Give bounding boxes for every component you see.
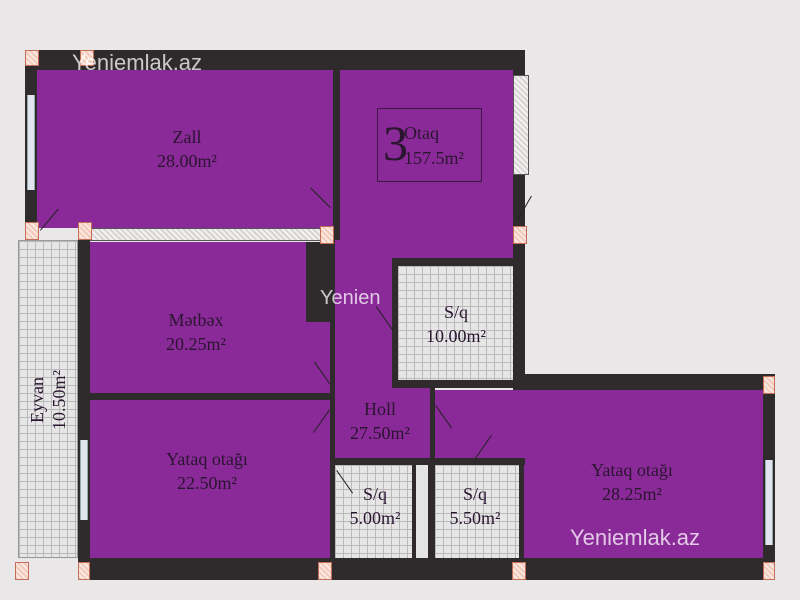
room-area: 20.25m² bbox=[166, 334, 226, 354]
column bbox=[78, 562, 90, 580]
room-zall bbox=[37, 70, 333, 228]
label-sq-5: S/q 5.00m² bbox=[350, 482, 401, 530]
label-sq-10: S/q 10.00m² bbox=[426, 300, 486, 348]
room-name: Zall bbox=[172, 127, 202, 147]
window-zall bbox=[27, 95, 35, 190]
wall-sq10-bottom bbox=[392, 380, 517, 388]
room-entrance bbox=[340, 70, 513, 262]
column bbox=[25, 50, 39, 66]
room-name: S/q bbox=[443, 302, 468, 322]
column bbox=[763, 376, 775, 394]
room-name: Mətbəx bbox=[168, 310, 224, 330]
shaft-metbex bbox=[306, 242, 330, 322]
wall-right-block-top bbox=[513, 374, 775, 392]
room-metbex bbox=[90, 242, 330, 393]
room-area: 28.25m² bbox=[602, 484, 662, 504]
label-holl: Holl 27.50m² bbox=[350, 397, 410, 445]
room-area: 22.50m² bbox=[177, 473, 237, 493]
wall-sq10-left bbox=[392, 258, 398, 388]
wall-sq10-top bbox=[392, 258, 517, 266]
room-name: Holl bbox=[363, 399, 396, 419]
wall-bottom bbox=[78, 558, 775, 580]
wall-zall-right bbox=[333, 70, 340, 240]
shaft-sq bbox=[412, 465, 432, 558]
wall-eyvan-inner bbox=[78, 238, 90, 580]
column bbox=[15, 562, 29, 580]
wall-top bbox=[25, 50, 515, 70]
room-sq-10 bbox=[398, 266, 513, 380]
column bbox=[513, 226, 527, 244]
wall-sq-top bbox=[330, 458, 525, 465]
column bbox=[512, 562, 526, 580]
label-yataq-2: Yataq otağı 28.25m² bbox=[591, 458, 673, 506]
column bbox=[25, 222, 39, 240]
window-yataq-1 bbox=[80, 440, 88, 520]
wall-zall-bottom bbox=[90, 228, 330, 241]
wall-sq55-right bbox=[519, 458, 524, 558]
column bbox=[320, 226, 334, 244]
column bbox=[763, 562, 775, 580]
room-area: 5.50m² bbox=[449, 508, 501, 528]
watermark: Yenien bbox=[320, 287, 381, 309]
room-eyvan bbox=[18, 240, 78, 558]
eyvan-label: Eyvan 10.50m² bbox=[26, 370, 70, 430]
rooms-count: 3 bbox=[383, 115, 408, 171]
window-yataq-2 bbox=[765, 460, 773, 545]
room-yataq-1 bbox=[90, 400, 330, 558]
rooms-label: Otaq bbox=[404, 123, 439, 143]
room-area: 10.00m² bbox=[426, 326, 486, 346]
room-area: 5.00m² bbox=[349, 508, 401, 528]
window-entrance bbox=[513, 75, 529, 175]
label-sq-5-5: S/q 5.50m² bbox=[450, 482, 501, 530]
room-holl-lower bbox=[335, 385, 432, 460]
watermark: Yeniemlak.az bbox=[72, 50, 203, 75]
total-area: 157.5m² bbox=[404, 148, 464, 168]
room-name: Yataq otağı bbox=[166, 449, 248, 469]
wall-metbex-right bbox=[330, 240, 335, 560]
summary-box bbox=[377, 108, 482, 182]
room-area: 27.50m² bbox=[350, 423, 410, 443]
column bbox=[80, 50, 94, 66]
wall-holl-right bbox=[430, 385, 435, 560]
room-area: 28.00m² bbox=[157, 151, 217, 171]
room-name: Yataq otağı bbox=[591, 460, 673, 480]
room-name: Eyvan bbox=[27, 377, 47, 423]
room-name: S/q bbox=[462, 484, 487, 504]
label-zall: Zall 28.00m² bbox=[157, 125, 217, 173]
column bbox=[78, 222, 92, 240]
column bbox=[318, 562, 332, 580]
room-sq-5 bbox=[335, 465, 412, 558]
room-sq-5-5 bbox=[435, 465, 519, 558]
label-metbex: Mətbəx 20.25m² bbox=[166, 308, 226, 356]
room-area: 10.50m² bbox=[49, 370, 69, 430]
wall-metbex-bottom bbox=[90, 393, 333, 400]
room-yataq-2-main bbox=[522, 390, 763, 558]
watermark: Yeniemlak.az bbox=[570, 525, 701, 550]
label-yataq-1: Yataq otağı 22.50m² bbox=[166, 447, 248, 495]
room-name: S/q bbox=[362, 484, 387, 504]
